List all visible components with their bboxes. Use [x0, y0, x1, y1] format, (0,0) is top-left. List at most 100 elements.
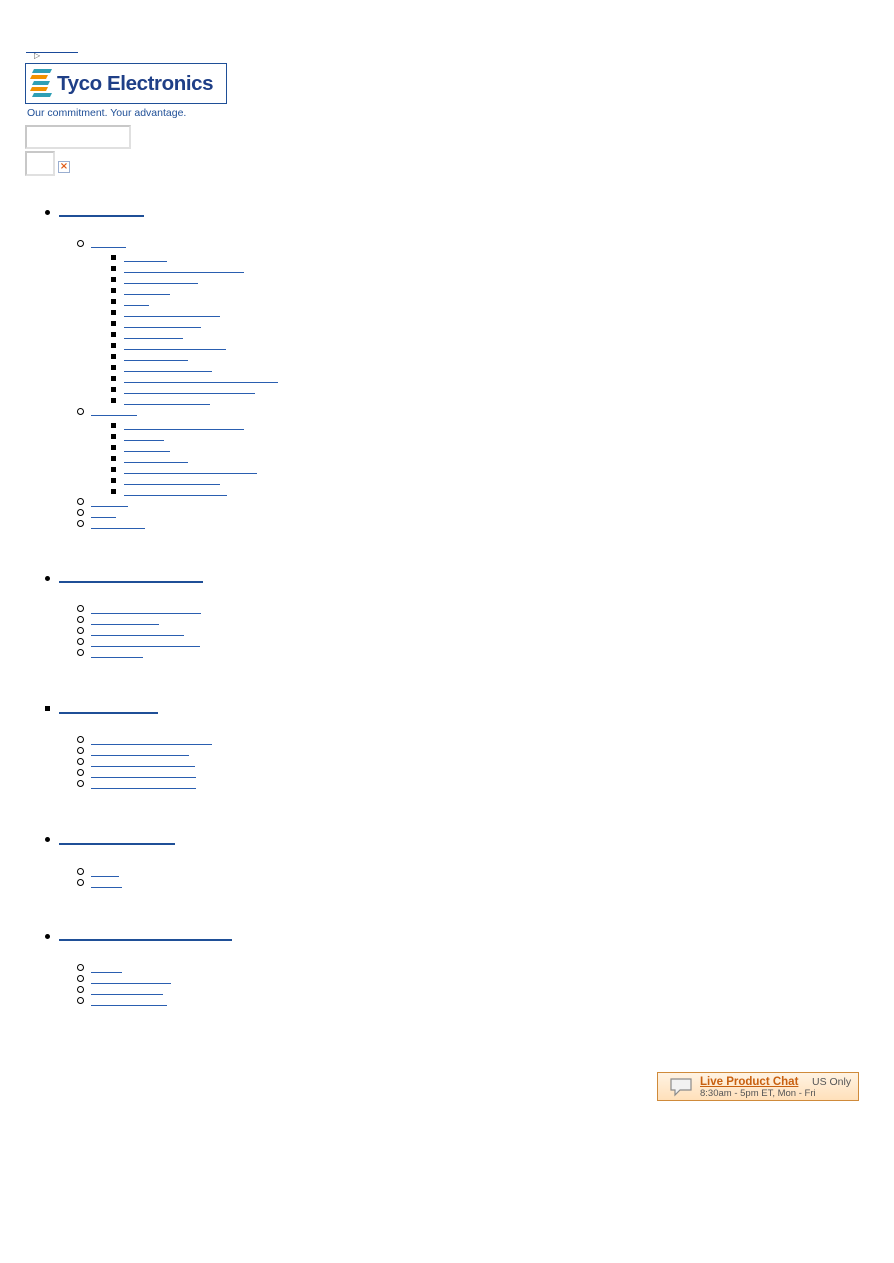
nav-subsublink[interactable]	[124, 420, 244, 430]
nav-bullet-circle	[77, 868, 84, 875]
nav-subsublink[interactable]	[124, 351, 188, 361]
nav-subsublink[interactable]	[124, 384, 255, 394]
nav-link-section-2[interactable]	[59, 573, 203, 583]
nav-bullet-circle	[77, 986, 84, 993]
nav-subsublink[interactable]	[124, 285, 170, 295]
nav-subsublink[interactable]	[124, 296, 149, 306]
nav-bullet-square	[111, 387, 116, 392]
nav-sublink[interactable]	[91, 615, 159, 625]
nav-sublink[interactable]	[91, 508, 116, 518]
logo-stripes-icon	[30, 69, 52, 97]
chat-region: US Only	[812, 1076, 852, 1088]
nav-bullet-circle	[77, 758, 84, 765]
nav-bullet-square	[111, 478, 116, 483]
nav-bullet-circle	[77, 240, 84, 247]
nav-bullet-circle	[77, 498, 84, 505]
nav-link-products[interactable]	[59, 207, 144, 217]
nav-bullet-circle	[77, 736, 84, 743]
nav-subsublink[interactable]	[124, 442, 170, 452]
nav-bullet-square	[111, 321, 116, 326]
nav-bullet-circle	[77, 638, 84, 645]
nav-sublink[interactable]	[91, 996, 167, 1006]
nav-sublink[interactable]	[91, 497, 128, 507]
nav-sublink[interactable]	[91, 768, 196, 778]
nav-sublink[interactable]	[91, 757, 195, 767]
nav-bullet-square	[111, 376, 116, 381]
nav-subsublink[interactable]	[124, 263, 244, 273]
nav-sublink[interactable]	[91, 746, 189, 756]
nav-bullet-circle	[77, 780, 84, 787]
nav-link-section-4[interactable]	[59, 835, 175, 845]
nav-bullet-disc	[45, 576, 50, 581]
search-input[interactable]	[25, 125, 131, 149]
nav-sublink[interactable]	[91, 779, 196, 789]
nav-bullet-disc	[45, 837, 50, 842]
nav-sublink[interactable]	[91, 963, 122, 973]
nav-subsublink[interactable]	[124, 318, 201, 328]
nav-subsublink[interactable]	[124, 340, 226, 350]
speech-bubble-icon	[670, 1078, 692, 1097]
nav-subsublink[interactable]	[124, 453, 188, 463]
nav-sublink[interactable]	[91, 238, 126, 248]
broken-image-icon[interactable]: ×	[58, 161, 70, 173]
nav-subsublink[interactable]	[124, 307, 220, 317]
nav-link-section-5[interactable]	[59, 931, 232, 941]
nav-subsublink[interactable]	[124, 362, 212, 372]
nav-bullet-square	[111, 434, 116, 439]
nav-bullet-square	[111, 423, 116, 428]
nav-sublink[interactable]	[91, 604, 201, 614]
nav-bullet-circle	[77, 879, 84, 886]
logo-text: Tyco Electronics	[57, 72, 214, 95]
nav-subsublink[interactable]	[124, 395, 210, 405]
nav-bullet-square	[111, 266, 116, 271]
nav-bullet-square	[45, 706, 50, 711]
nav-bullet-circle	[77, 520, 84, 527]
nav-bullet-circle	[77, 408, 84, 415]
nav-bullet-square	[111, 365, 116, 370]
nav-sublink[interactable]	[91, 637, 200, 647]
nav-bullet-circle	[77, 627, 84, 634]
nav-sublink[interactable]	[91, 406, 137, 416]
nav-sublink[interactable]	[91, 867, 119, 877]
nav-bullet-circle	[77, 616, 84, 623]
nav-subsublink[interactable]	[124, 274, 198, 284]
nav-bullet-square	[111, 332, 116, 337]
nav-bullet-circle	[77, 964, 84, 971]
skip-navigation-link[interactable]	[26, 41, 78, 53]
nav-subsublink[interactable]	[124, 373, 278, 383]
nav-bullet-circle	[77, 997, 84, 1004]
nav-subsublink[interactable]	[124, 252, 167, 262]
nav-subsublink[interactable]	[124, 431, 164, 441]
nav-bullet-square	[111, 354, 116, 359]
nav-bullet-circle	[77, 975, 84, 982]
nav-bullet-circle	[77, 649, 84, 656]
tyco-logo[interactable]: Tyco Electronics	[25, 63, 227, 104]
nav-sublink[interactable]	[91, 626, 184, 636]
nav-bullet-disc	[45, 210, 50, 215]
nav-sublink[interactable]	[91, 878, 122, 888]
nav-sublink[interactable]	[91, 735, 212, 745]
nav-subsublink[interactable]	[124, 475, 220, 485]
live-product-chat-button[interactable]: Live Product Chat US Only 8:30am - 5pm E…	[657, 1072, 859, 1101]
nav-bullet-circle	[77, 769, 84, 776]
nav-bullet-square	[111, 288, 116, 293]
nav-subsublink[interactable]	[124, 329, 183, 339]
nav-bullet-square	[111, 445, 116, 450]
search-go-box[interactable]	[25, 151, 55, 176]
nav-bullet-square	[111, 255, 116, 260]
skip-arrow-icon: ▷	[34, 51, 41, 60]
main-nav	[45, 207, 278, 1006]
nav-subsublink[interactable]	[124, 486, 227, 496]
chat-hours: 8:30am - 5pm ET, Mon - Fri	[700, 1088, 816, 1099]
nav-link-section-3[interactable]	[59, 704, 158, 714]
nav-sublink[interactable]	[91, 648, 143, 658]
nav-subsublink[interactable]	[124, 464, 257, 474]
nav-bullet-circle	[77, 509, 84, 516]
nav-sublink[interactable]	[91, 985, 163, 995]
nav-bullet-square	[111, 343, 116, 348]
nav-sublink[interactable]	[91, 974, 171, 984]
nav-sublink[interactable]	[91, 519, 145, 529]
nav-bullet-square	[111, 310, 116, 315]
nav-bullet-square	[111, 489, 116, 494]
nav-bullet-square	[111, 467, 116, 472]
